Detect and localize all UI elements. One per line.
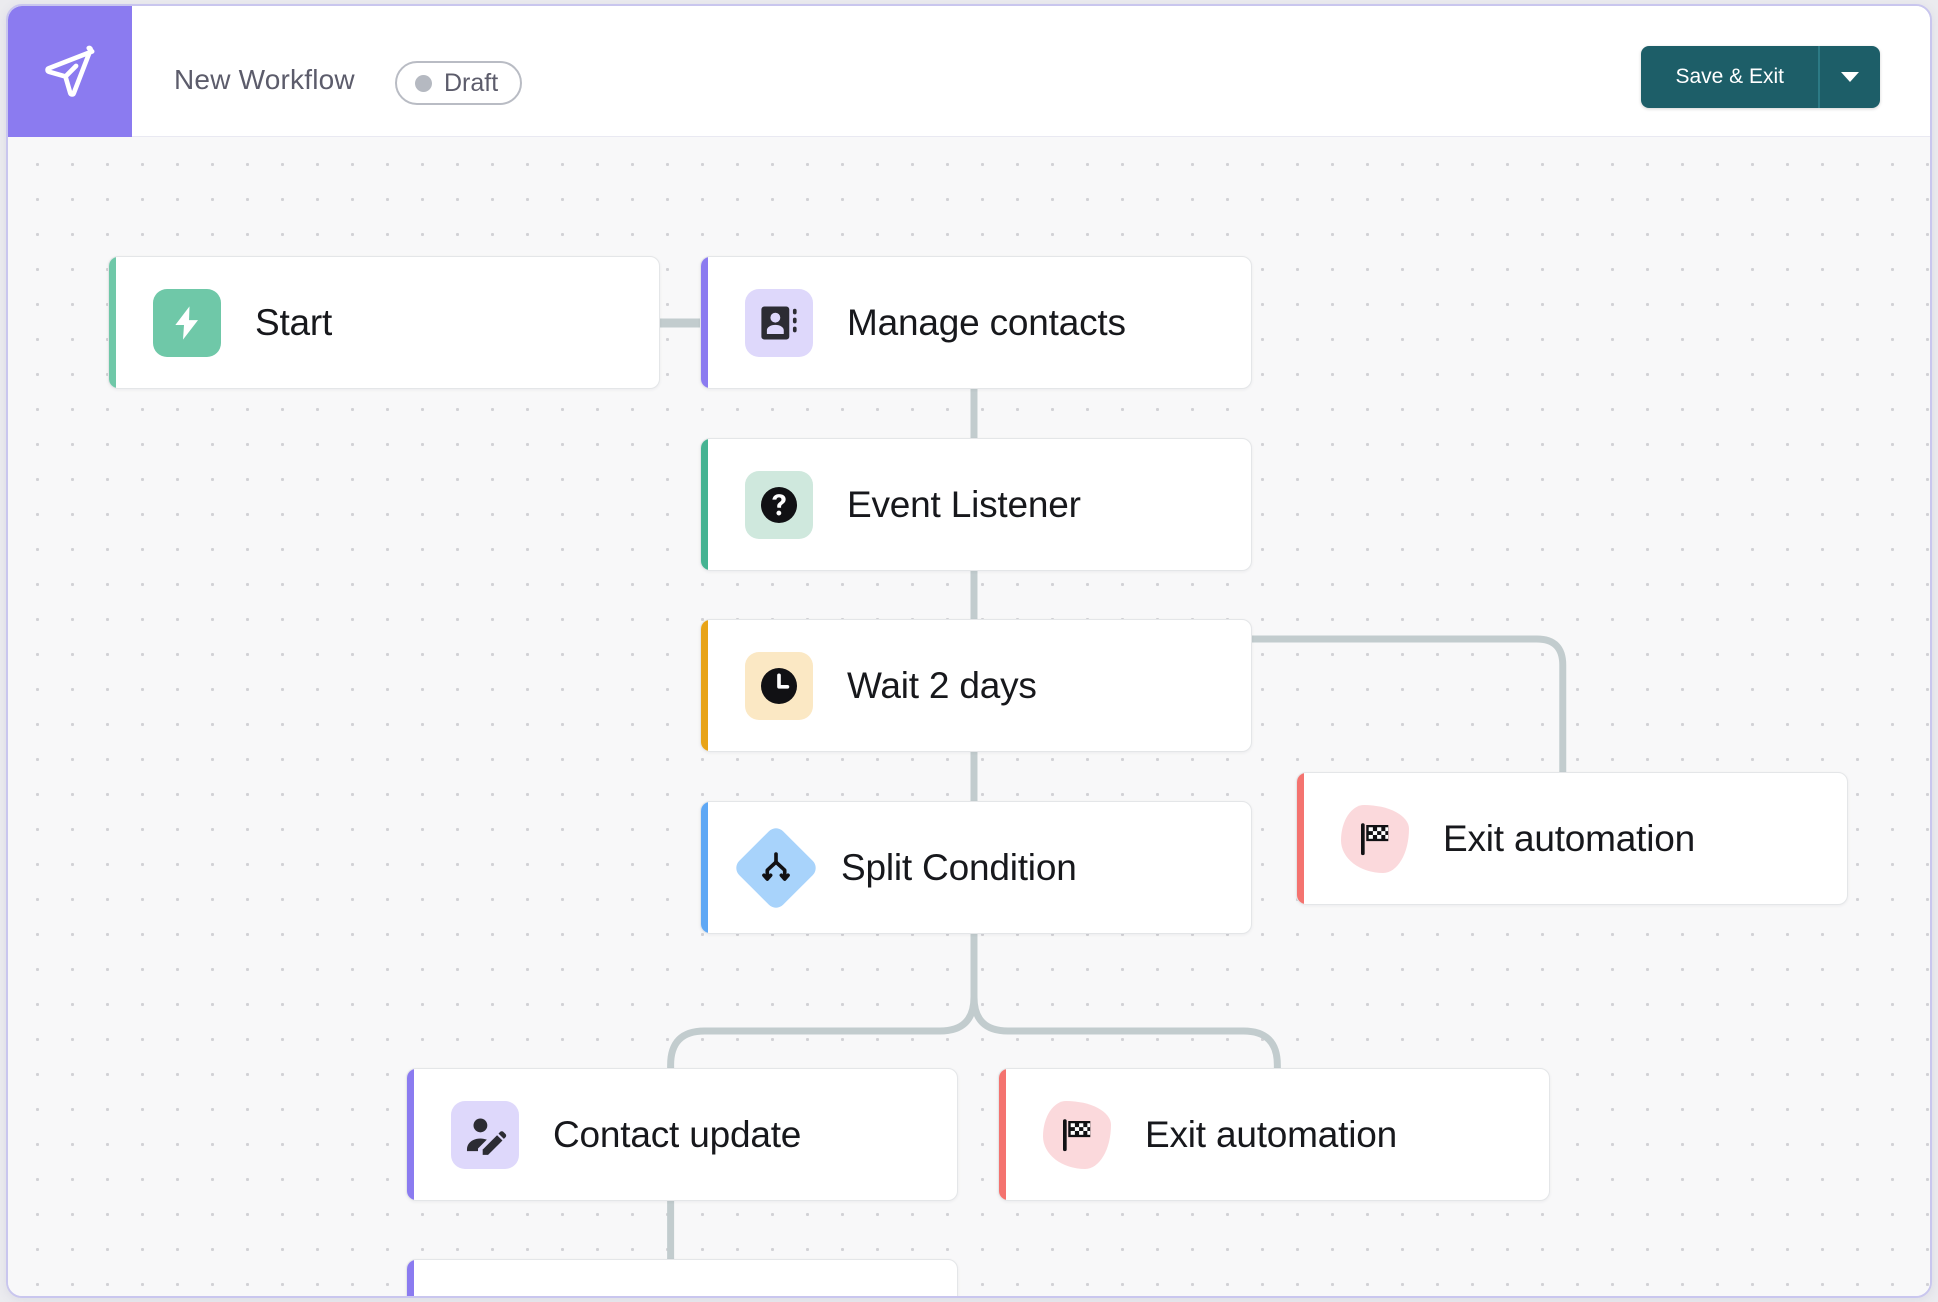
branch-split-icon	[732, 823, 820, 912]
status-dot-icon	[415, 74, 432, 92]
node-accent-bar	[999, 1069, 1006, 1200]
workflow-builder-window: New Workflow Draft Save & Exit	[6, 4, 1932, 1298]
save-and-exit-button[interactable]: Save & Exit	[1641, 46, 1818, 108]
status-badge[interactable]: Draft	[395, 61, 523, 105]
contact-card-icon	[745, 288, 813, 357]
app-logo[interactable]	[8, 6, 132, 137]
status-badge-label: Draft	[444, 68, 499, 97]
node-accent-bar	[701, 257, 708, 388]
lightning-bolt-icon	[153, 288, 221, 357]
node-accent-bar	[701, 802, 708, 933]
question-circle-icon	[745, 470, 813, 539]
node-accent-bar	[109, 257, 116, 388]
node-label: Start	[255, 301, 333, 343]
node-accent-bar	[407, 1260, 414, 1296]
node-next-partial[interactable]	[406, 1259, 958, 1296]
node-wait[interactable]: Wait 2 days	[700, 619, 1252, 752]
node-label: Split Condition	[841, 846, 1077, 888]
save-options-dropdown-button[interactable]	[1818, 46, 1880, 108]
node-accent-bar	[1297, 773, 1304, 904]
node-label: Event Listener	[847, 483, 1081, 525]
person-edit-icon	[451, 1100, 519, 1169]
node-label: Exit automation	[1145, 1113, 1398, 1155]
clock-icon	[745, 651, 813, 720]
node-exit-automation-bottom[interactable]: Exit automation	[998, 1068, 1550, 1201]
node-label: Contact update	[553, 1113, 802, 1155]
node-accent-bar	[701, 439, 708, 570]
node-contact-update[interactable]: Contact update	[406, 1068, 958, 1201]
node-split-condition[interactable]: Split Condition	[700, 801, 1252, 934]
node-start[interactable]: Start	[108, 256, 660, 389]
page-title: New Workflow	[174, 64, 355, 95]
node-exit-automation-right[interactable]: Exit automation	[1296, 772, 1848, 905]
checkered-flag-icon	[1043, 1100, 1111, 1169]
node-event-listener[interactable]: Event Listener	[700, 438, 1252, 571]
workflow-canvas[interactable]: Start Manage contacts	[8, 137, 1930, 1296]
node-accent-bar	[701, 620, 708, 751]
node-manage-contacts[interactable]: Manage contacts	[700, 256, 1252, 389]
node-label: Manage contacts	[847, 301, 1126, 343]
node-label: Exit automation	[1443, 817, 1696, 859]
send-plane-icon	[42, 44, 98, 100]
save-button-group: Save & Exit	[1641, 46, 1880, 108]
app-header: New Workflow Draft Save & Exit	[8, 6, 1930, 137]
node-label: Wait 2 days	[847, 664, 1037, 706]
node-accent-bar	[407, 1069, 414, 1200]
chevron-down-icon	[1841, 72, 1859, 82]
checkered-flag-icon	[1341, 804, 1409, 873]
